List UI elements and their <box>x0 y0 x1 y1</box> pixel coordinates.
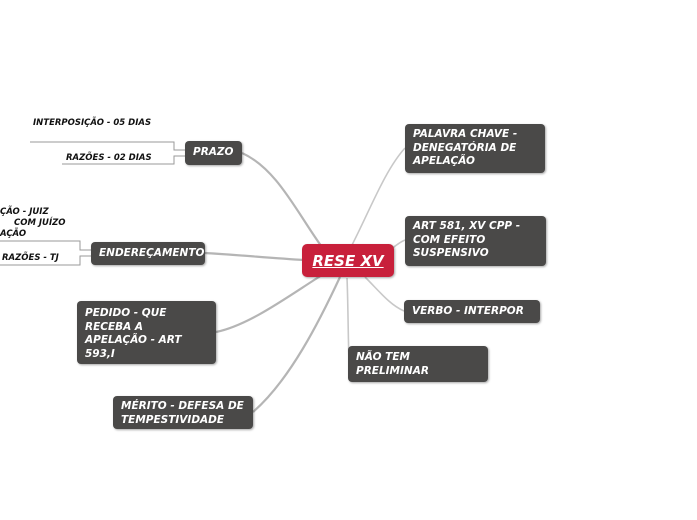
topic-verbo-label: VERBO - INTERPOR <box>412 305 524 317</box>
topic-pedido-label: PEDIDO - QUE RECEBA A APELAÇÃO - ART 593… <box>85 307 182 360</box>
center-topic[interactable]: RESE XV <box>302 244 394 277</box>
link-palavra-chave <box>351 147 406 246</box>
topic-palavra-chave[interactable]: PALAVRA CHAVE - DENEGATÓRIA DE APELAÇÃO <box>405 124 545 173</box>
topic-preliminar[interactable]: NÃO TEM PRELIMINAR <box>348 346 488 382</box>
topic-merito[interactable]: MÉRITO - DEFESA DE TEMPESTIVIDADE <box>113 396 253 429</box>
topic-merito-label: MÉRITO - DEFESA DE TEMPESTIVIDADE <box>121 400 244 426</box>
topic-prazo[interactable]: PRAZO <box>185 141 242 165</box>
link-end-razoes <box>0 255 92 266</box>
link-pedido <box>215 274 323 334</box>
leaf-prazo-razoes[interactable]: RAZÕES - 02 DIAS <box>66 153 152 164</box>
topic-enderecamento[interactable]: ENDEREÇAMENTO <box>91 242 205 265</box>
center-topic-label: RESE XV <box>312 251 384 270</box>
link-merito <box>252 276 341 413</box>
leaf-end-interposicao-line2: COM JUÍZO <box>14 218 66 228</box>
leaf-end-razoes-label: RAZÕES - TJ <box>2 253 59 263</box>
leaf-prazo-interposicao[interactable]: INTERPOSIÇÃO - 05 DIAS <box>33 118 153 129</box>
topic-enderecamento-label: ENDEREÇAMENTO <box>99 247 205 259</box>
link-enderecamento <box>204 251 305 262</box>
leaf-end-razoes[interactable]: RAZÕES - TJ <box>2 253 59 264</box>
topic-prazo-label: PRAZO <box>193 146 234 158</box>
topic-preliminar-label: NÃO TEM PRELIMINAR <box>356 351 429 377</box>
leaf-end-interposicao-line1: ÇÃO - JUIZ <box>0 207 49 217</box>
topic-verbo[interactable]: VERBO - INTERPOR <box>404 300 540 323</box>
link-verbo <box>364 276 405 312</box>
topic-art581-label: ART 581, XV CPP - COM EFEITO SUSPENSIVO <box>413 220 521 259</box>
link-end-interposicao <box>0 240 92 251</box>
leaf-prazo-razoes-label: RAZÕES - 02 DIAS <box>66 153 152 163</box>
topic-palavra-chave-label: PALAVRA CHAVE - DENEGATÓRIA DE APELAÇÃO <box>413 128 518 167</box>
leaf-end-interposicao-line3: AÇÃO <box>0 229 27 239</box>
link-prazo-interposicao <box>30 141 185 151</box>
leaf-prazo-interposicao-label: INTERPOSIÇÃO - 05 DIAS <box>33 118 152 128</box>
link-prazo-razoes <box>62 155 185 165</box>
topic-pedido[interactable]: PEDIDO - QUE RECEBA A APELAÇÃO - ART 593… <box>77 301 216 364</box>
leaf-end-interposicao[interactable]: ÇÃO - JUIZ COM JUÍZO AÇÃO <box>0 207 66 240</box>
topic-art581[interactable]: ART 581, XV CPP - COM EFEITO SUSPENSIVO <box>405 216 546 266</box>
link-prazo <box>241 151 331 259</box>
